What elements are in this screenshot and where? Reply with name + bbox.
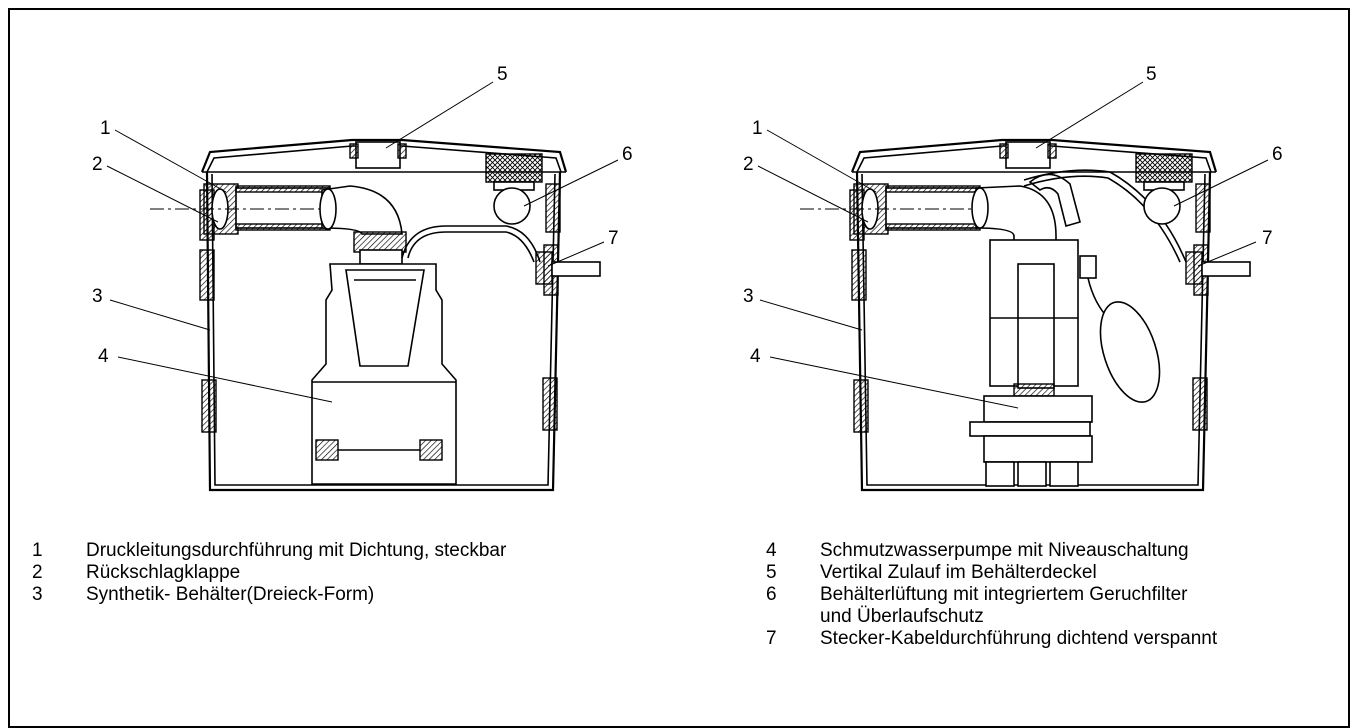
legend-item: 7 Stecker-Kabeldurchführung dichtend vers…: [766, 628, 1217, 650]
legend-text: Synthetik- Behälter(Dreieck-Form): [86, 584, 375, 605]
pressure-pipe: [235, 187, 331, 229]
legend-left: 1 Druckleitungsdurchführung mit Dichtung,…: [32, 540, 506, 606]
callout-5-right: 5: [1146, 64, 1157, 85]
callout-6-left: 6: [622, 144, 633, 165]
callout-3-left: 3: [92, 286, 103, 307]
float-switch: [1099, 301, 1161, 403]
legend-item: 4 Schmutzwasserpumpe mit Niveauschaltung: [766, 540, 1217, 562]
odor-filter: [485, 153, 543, 183]
callout-1-left: 1: [100, 118, 111, 139]
legend-text: Stecker-Kabeldurchführung dichtend versp…: [820, 628, 1218, 649]
container-walls: [205, 171, 562, 492]
callout-2-right: 2: [743, 154, 754, 175]
legend-text: Druckleitungsdurchführung mit Dichtung, …: [86, 540, 507, 561]
callout-5-left: 5: [497, 64, 508, 85]
legend-number: 1: [32, 540, 43, 561]
legend-number: 5: [766, 562, 777, 583]
callout-1-right: 1: [752, 118, 763, 139]
callout-7-right: 7: [1262, 228, 1273, 249]
legend-text: Rückschlagklappe: [86, 562, 241, 583]
legend-item: 1 Druckleitungsdurchführung mit Dichtung,…: [32, 540, 506, 562]
legend-text: und Überlaufschutz: [820, 606, 984, 627]
legend-text: Behälterlüftung mit integriertem Geruchf…: [820, 584, 1188, 605]
legend-item: und Überlaufschutz: [766, 606, 1217, 628]
power-cable: [401, 225, 541, 263]
legend-number: 2: [32, 562, 43, 583]
power-cable: [1023, 169, 1187, 263]
callout-4-left: 4: [98, 346, 109, 367]
right-drawing: 5 1 2 3 4 6 7: [743, 64, 1283, 492]
callout-6-right: 6: [1272, 144, 1283, 165]
legend-number: 7: [766, 628, 777, 649]
legend-number: 6: [766, 584, 777, 605]
legend-text: Schmutzwasserpumpe mit Niveauschaltung: [820, 540, 1189, 561]
callout-3-right: 3: [743, 286, 754, 307]
legend-number: 4: [766, 540, 777, 561]
legend-item: 2 Rückschlagklappe: [32, 562, 506, 584]
callout-7-left: 7: [608, 228, 619, 249]
vent-float: [493, 187, 531, 225]
legend-text: Vertikal Zulauf im Behälterdeckel: [820, 562, 1097, 583]
legend-item: 3 Synthetik- Behälter(Dreieck-Form): [32, 584, 506, 606]
vertical-inlet: [1005, 141, 1051, 169]
callout-2-left: 2: [92, 154, 103, 175]
lid-outline: [200, 138, 568, 173]
legend-number: [766, 606, 820, 628]
legend-item: 5 Vertikal Zulauf im Behälterdeckel: [766, 562, 1217, 584]
pump-housing: [311, 263, 457, 485]
left-drawing: 5 1 2 3 4 6 7: [92, 64, 633, 492]
legend-number: 3: [32, 584, 43, 605]
vertical-inlet: [355, 141, 401, 169]
legend-item: 6 Behälterlüftung mit integriertem Geruch…: [766, 584, 1217, 606]
callout-4-right: 4: [750, 346, 761, 367]
